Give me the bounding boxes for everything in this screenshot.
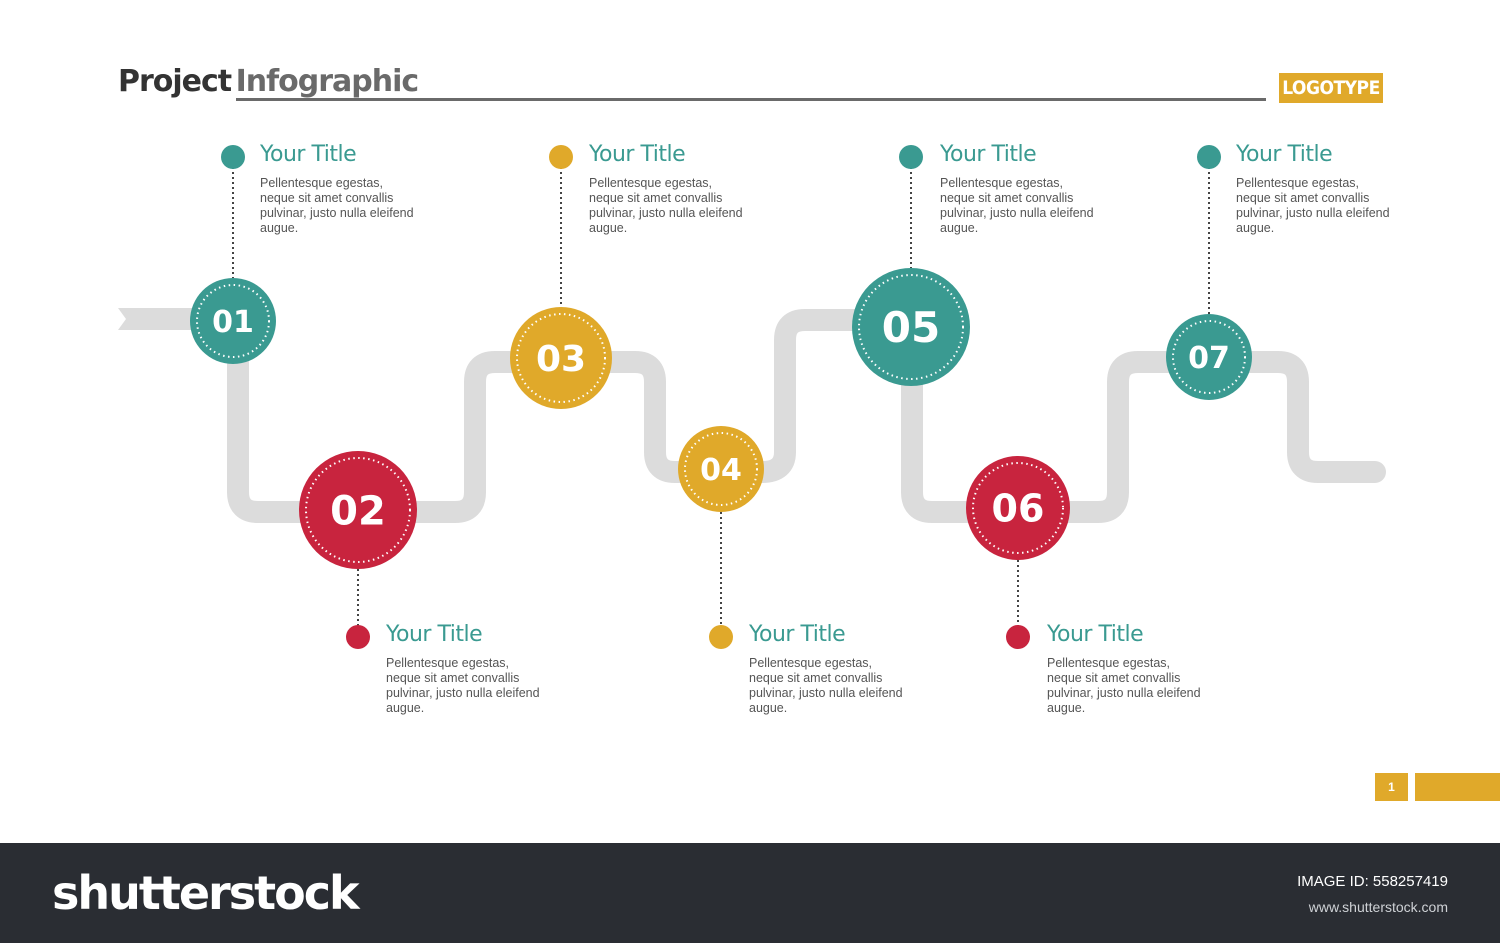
step-number: 04 xyxy=(700,453,742,488)
marker-dot xyxy=(346,625,370,649)
step-number: 03 xyxy=(536,339,586,380)
step-title: Your Title xyxy=(749,622,846,647)
step-circle-ring xyxy=(1172,320,1246,394)
step-number: 02 xyxy=(330,488,386,534)
step-circle xyxy=(510,307,612,409)
title-rule xyxy=(236,98,1266,101)
step-circle xyxy=(678,426,764,512)
step-circle-ring xyxy=(196,284,270,358)
timeline-diagram: 01 02 03 04 05 06 07 xyxy=(118,145,1386,649)
marker-dot xyxy=(899,145,923,169)
marker-dot xyxy=(1197,145,1221,169)
footer-url: www.shutterstock.com xyxy=(1308,899,1448,915)
step-circle-ring xyxy=(684,432,758,506)
marker-dot xyxy=(709,625,733,649)
step-title: Your Title xyxy=(940,142,1037,167)
marker-dot xyxy=(221,145,245,169)
title-bold: Project xyxy=(118,64,232,99)
step-number: 07 xyxy=(1188,341,1230,376)
step-description: Pellentesque egestas, neque sit amet con… xyxy=(1236,176,1390,235)
path-tail xyxy=(118,308,200,330)
step-description: Pellentesque egestas, neque sit amet con… xyxy=(589,176,743,235)
logo: LOGOTYPE xyxy=(1279,73,1383,103)
step-circle-ring xyxy=(516,313,606,403)
step-description: Pellentesque egestas, neque sit amet con… xyxy=(749,656,903,715)
timeline-path xyxy=(179,308,1386,523)
step-title: Your Title xyxy=(1047,622,1144,647)
image-id: IMAGE ID: 558257419 xyxy=(1297,873,1448,890)
step-title: Your Title xyxy=(1236,142,1333,167)
step-circle xyxy=(966,456,1070,560)
step-description: Pellentesque egestas, neque sit amet con… xyxy=(260,176,414,235)
step-title: Your Title xyxy=(260,142,357,167)
step-number: 01 xyxy=(212,305,254,340)
step-circle xyxy=(1166,314,1252,400)
step-circle xyxy=(852,268,970,386)
step-circle-ring xyxy=(305,457,411,563)
step-number: 06 xyxy=(992,487,1045,531)
step-description: Pellentesque egestas, neque sit amet con… xyxy=(940,176,1094,235)
step-description: Pellentesque egestas, neque sit amet con… xyxy=(386,656,540,715)
title-light: Infographic xyxy=(235,64,420,99)
step-number: 05 xyxy=(882,303,940,352)
step-circle-ring xyxy=(858,274,964,380)
page-bar xyxy=(1415,773,1500,801)
footer xyxy=(0,843,1500,943)
page-number: 1 xyxy=(1375,773,1408,801)
step-description: Pellentesque egestas, neque sit amet con… xyxy=(1047,656,1201,715)
step-title: Your Title xyxy=(386,622,483,647)
step-circle xyxy=(190,278,276,364)
step-circle-ring xyxy=(972,462,1064,554)
step-title: Your Title xyxy=(589,142,686,167)
footer-brand-logo: shutterstock xyxy=(52,866,360,920)
marker-dot xyxy=(1006,625,1030,649)
page-title: Project Infographic xyxy=(118,64,420,99)
marker-dot xyxy=(549,145,573,169)
step-circle xyxy=(299,451,417,569)
